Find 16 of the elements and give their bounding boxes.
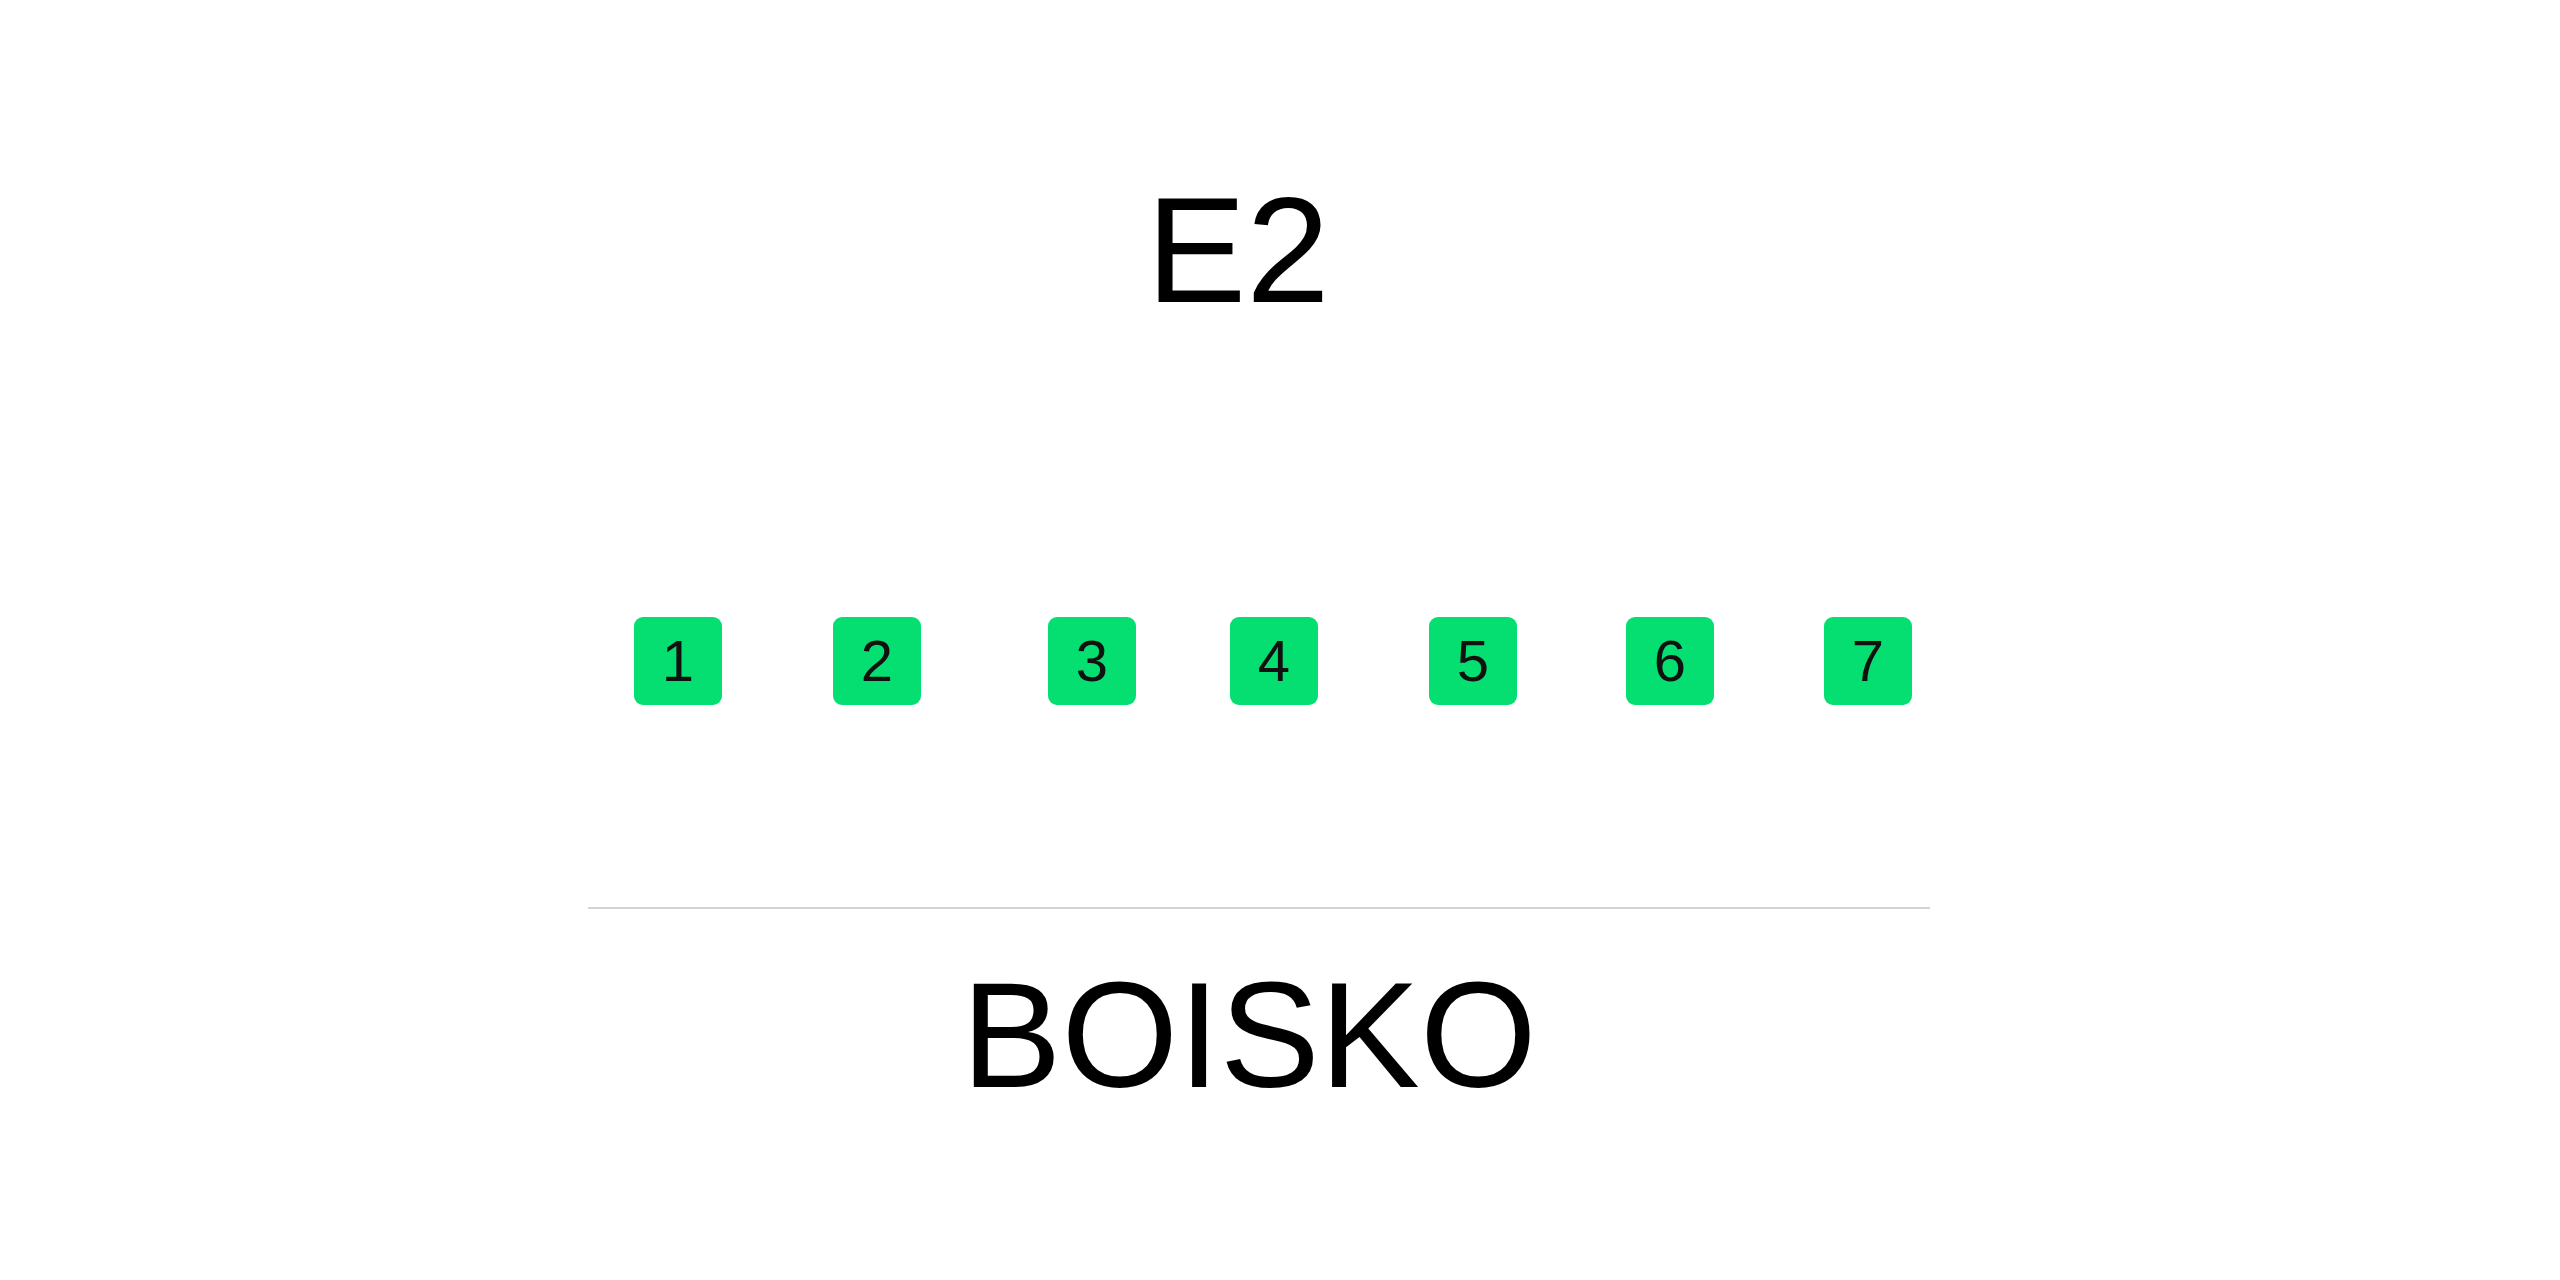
seat-box	[1626, 617, 1714, 705]
seat-number: 5	[1456, 632, 1490, 690]
section-title: E2	[1146, 175, 1330, 325]
seat-number: 7	[1851, 632, 1885, 690]
seat-number: 6	[1653, 632, 1687, 690]
seat-number: 3	[1075, 632, 1109, 690]
seat-box	[1230, 617, 1318, 705]
pitch-label: BOISKO	[961, 960, 1537, 1110]
seat-box	[634, 617, 722, 705]
seat-box	[833, 617, 921, 705]
seat-number: 4	[1257, 632, 1291, 690]
seat-box	[1824, 617, 1912, 705]
seat-box	[1048, 617, 1136, 705]
seat-box	[1429, 617, 1517, 705]
seat-number: 2	[860, 632, 894, 690]
seat-number: 1	[661, 632, 695, 690]
